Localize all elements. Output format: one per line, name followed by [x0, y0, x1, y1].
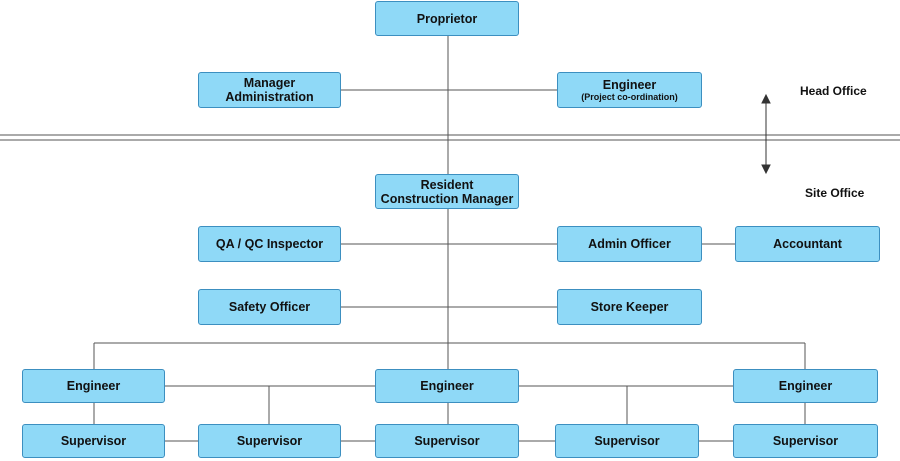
supervisor-box-1: Supervisor: [22, 424, 165, 458]
manager-administration-label: Manager Administration: [225, 76, 314, 104]
engineer-label-2: Engineer: [420, 379, 474, 393]
supervisor-label-2: Supervisor: [236, 434, 303, 448]
engineer-box-1: Engineer: [22, 369, 165, 403]
resident-construction-manager-box: Resident Construction Manager: [375, 174, 519, 209]
supervisor-box-4: Supervisor: [555, 424, 699, 458]
safety-officer-box: Safety Officer: [198, 289, 341, 325]
store-keeper-box: Store Keeper: [557, 289, 702, 325]
supervisor-label-5: Supervisor: [772, 434, 839, 448]
supervisor-box-2: Supervisor: [198, 424, 341, 458]
resident-manager-line1: Resident: [420, 177, 474, 192]
double-arrow-icon: [761, 93, 771, 175]
supervisor-box-5: Supervisor: [733, 424, 878, 458]
engineer-label-3: Engineer: [778, 379, 833, 393]
store-keeper-label: Store Keeper: [590, 300, 669, 314]
qa-qc-inspector-label: QA / QC Inspector: [215, 237, 324, 251]
engineer-box-2: Engineer: [375, 369, 519, 403]
safety-officer-label: Safety Officer: [228, 300, 311, 314]
admin-officer-box: Admin Officer: [557, 226, 702, 262]
engineer-box-3: Engineer: [733, 369, 878, 403]
engineer-coordination-title: Engineer: [602, 77, 657, 92]
site-office-label: Site Office: [805, 186, 865, 200]
accountant-label: Accountant: [773, 237, 842, 251]
engineer-coordination-box: Engineer (Project co-ordination): [557, 72, 702, 108]
proprietor-label: Proprietor: [416, 11, 478, 26]
supervisor-label-1: Supervisor: [60, 434, 127, 448]
head-office-label: Head Office: [800, 84, 867, 98]
supervisor-label-4: Supervisor: [594, 434, 660, 448]
manager-administration-box: Manager Administration: [198, 72, 341, 108]
accountant-box: Accountant: [735, 226, 880, 262]
supervisor-box-3: Supervisor: [375, 424, 519, 458]
engineer-label-1: Engineer: [66, 379, 121, 393]
resident-manager-line2: Construction Manager: [380, 191, 514, 206]
admin-officer-label: Admin Officer: [588, 237, 671, 251]
engineer-coordination-subtitle: (Project co-ordination): [581, 91, 678, 102]
supervisor-label-3: Supervisor: [414, 434, 480, 448]
qa-qc-inspector-box: QA / QC Inspector: [198, 226, 341, 262]
proprietor-box: Proprietor: [375, 1, 519, 36]
